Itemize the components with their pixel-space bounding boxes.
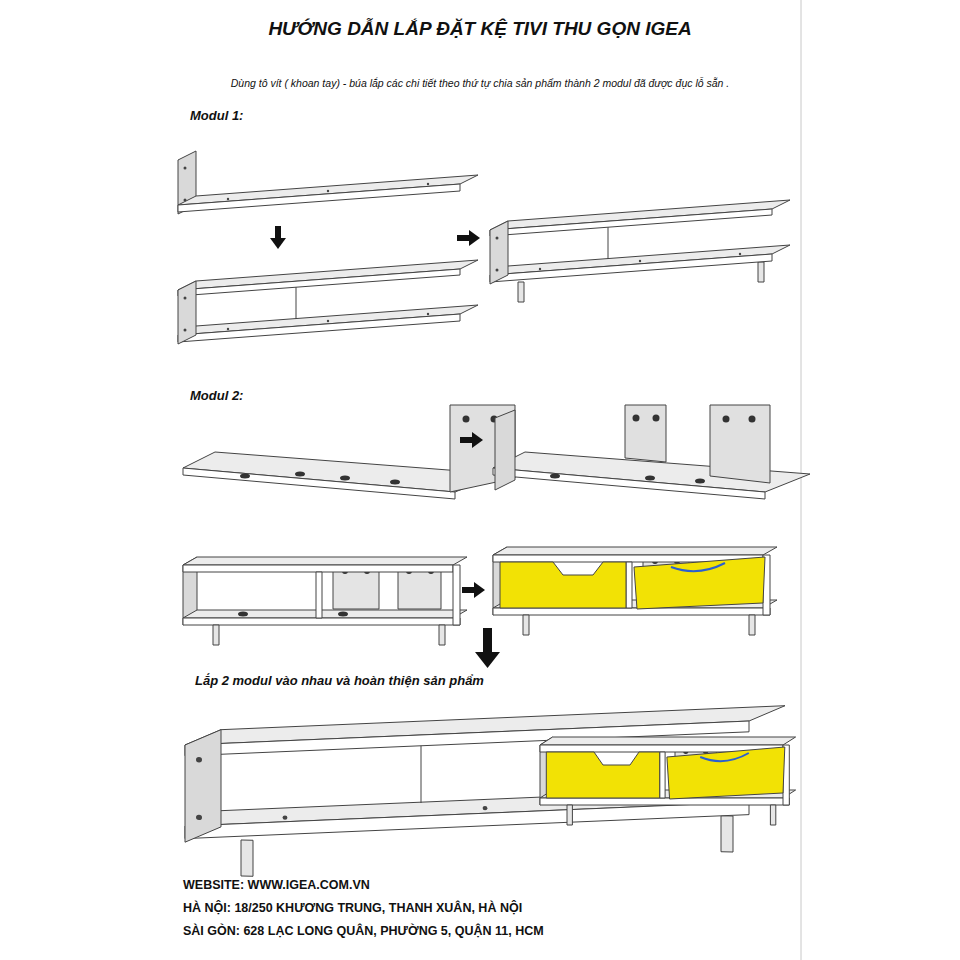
contact-line: SÀI GÒN: 628 LẠC LONG QUÂN, PHƯỜNG 5, QU… [183,924,603,939]
step-heading: Lắp 2 modul vào nhau và hoàn thiện sản p… [195,673,595,689]
contact-line: HÀ NỘI: 18/250 KHƯƠNG TRUNG, THANH XUÂN,… [183,901,603,916]
page-title: HƯỚNG DẪN LẮP ĐẶT KỆ TIVI THU GỌN IGEA [180,18,780,41]
step-heading: Modul 1: [190,108,340,124]
contact-line: WEBSITE: WWW.IGEA.COM.VN [183,878,603,893]
step-heading: Modul 2: [190,388,340,404]
instruction-note: Dùng tô vít ( khoan tay) - búa lắp các c… [170,77,790,90]
